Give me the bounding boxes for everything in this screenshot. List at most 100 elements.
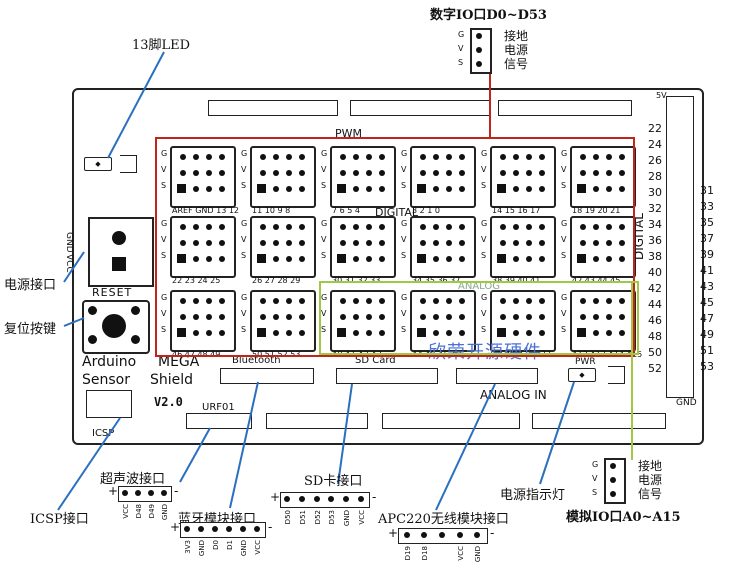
pin[interactable] bbox=[513, 154, 519, 160]
pin[interactable] bbox=[619, 154, 625, 160]
pin[interactable] bbox=[433, 224, 439, 230]
connector-label[interactable]: D51 bbox=[299, 510, 307, 525]
pin[interactable] bbox=[340, 298, 346, 304]
block-label[interactable]: 46 47 48 49 bbox=[172, 350, 221, 359]
pin[interactable] bbox=[526, 170, 532, 176]
block-label[interactable]: 50 51 52 53 bbox=[252, 350, 301, 359]
pin[interactable] bbox=[193, 330, 199, 336]
block-label[interactable]: 34 35 36 37 bbox=[412, 276, 461, 285]
pin[interactable] bbox=[379, 224, 385, 230]
pin[interactable] bbox=[379, 170, 385, 176]
pin[interactable] bbox=[257, 328, 266, 337]
side-number[interactable]: 22 bbox=[648, 122, 662, 135]
gvs-label[interactable]: V bbox=[481, 235, 487, 244]
pin[interactable] bbox=[606, 256, 612, 262]
side-number[interactable]: 43 bbox=[700, 280, 714, 293]
pin[interactable] bbox=[379, 298, 385, 304]
pin[interactable] bbox=[299, 298, 305, 304]
gvs-label[interactable]: V bbox=[161, 309, 167, 318]
gvs-label[interactable]: S bbox=[161, 325, 167, 334]
connector-pin[interactable] bbox=[240, 526, 246, 532]
pin[interactable] bbox=[273, 298, 279, 304]
pin[interactable] bbox=[593, 154, 599, 160]
gvs-label[interactable]: V bbox=[321, 309, 327, 318]
gvs-label[interactable]: G bbox=[401, 293, 408, 302]
sd-header[interactable] bbox=[336, 368, 438, 384]
side-number[interactable]: 46 bbox=[648, 314, 662, 327]
gvs-label[interactable]: S bbox=[161, 181, 167, 190]
gvs-label[interactable]: S bbox=[401, 251, 407, 260]
pin[interactable] bbox=[219, 240, 225, 246]
pin[interactable] bbox=[340, 314, 346, 320]
gvs-label[interactable]: G bbox=[241, 293, 248, 302]
pin[interactable] bbox=[219, 256, 225, 262]
power-jack[interactable] bbox=[88, 217, 154, 287]
pin[interactable] bbox=[353, 170, 359, 176]
pin[interactable] bbox=[206, 256, 212, 262]
pin[interactable] bbox=[180, 298, 186, 304]
side-number[interactable]: 26 bbox=[648, 154, 662, 167]
pin[interactable] bbox=[580, 154, 586, 160]
gvs-label[interactable]: V bbox=[561, 309, 567, 318]
connector-plus[interactable]: + bbox=[108, 484, 119, 498]
connector-minus[interactable]: - bbox=[372, 490, 377, 504]
pin[interactable] bbox=[299, 170, 305, 176]
pin[interactable] bbox=[206, 240, 212, 246]
pin[interactable] bbox=[193, 224, 199, 230]
pin[interactable] bbox=[353, 240, 359, 246]
connector-pin[interactable] bbox=[313, 496, 320, 502]
pin[interactable] bbox=[340, 154, 346, 160]
gvs-label[interactable]: G bbox=[241, 219, 248, 228]
pin-block[interactable] bbox=[330, 146, 396, 208]
pin[interactable] bbox=[513, 170, 519, 176]
pin[interactable] bbox=[433, 314, 439, 320]
block-label[interactable]: 26 27 28 29 bbox=[252, 276, 301, 285]
side-number[interactable]: 24 bbox=[648, 138, 662, 151]
pin[interactable] bbox=[619, 330, 625, 336]
pin[interactable] bbox=[580, 314, 586, 320]
pin[interactable] bbox=[446, 154, 452, 160]
pin[interactable] bbox=[577, 184, 586, 193]
pin[interactable] bbox=[366, 240, 372, 246]
pin[interactable] bbox=[273, 330, 279, 336]
pin[interactable] bbox=[433, 186, 439, 192]
connector-pin[interactable] bbox=[121, 490, 128, 496]
connector-pin[interactable] bbox=[184, 526, 190, 532]
side-number[interactable]: 47 bbox=[700, 312, 714, 325]
pin[interactable] bbox=[273, 170, 279, 176]
connector-label[interactable]: GND bbox=[198, 540, 206, 557]
pin[interactable] bbox=[619, 256, 625, 262]
connector-plus[interactable]: + bbox=[388, 526, 399, 540]
block-label[interactable]: 14 15 16 17 bbox=[492, 206, 541, 215]
pin[interactable] bbox=[286, 256, 292, 262]
pin[interactable] bbox=[500, 224, 506, 230]
pin[interactable] bbox=[260, 224, 266, 230]
pin[interactable] bbox=[219, 186, 225, 192]
pin[interactable] bbox=[500, 298, 506, 304]
pin[interactable] bbox=[286, 170, 292, 176]
right-side-header[interactable] bbox=[666, 96, 694, 398]
block-label[interactable]: 30 31 32 33 bbox=[332, 276, 381, 285]
legend-pin[interactable]: G bbox=[458, 30, 465, 39]
connector-label[interactable]: GND bbox=[474, 546, 483, 563]
gvs-label[interactable]: S bbox=[241, 181, 247, 190]
pin[interactable] bbox=[340, 170, 346, 176]
pin[interactable] bbox=[219, 330, 225, 336]
gvs-label[interactable]: V bbox=[561, 235, 567, 244]
pin[interactable] bbox=[446, 240, 452, 246]
legend-pin[interactable]: S bbox=[458, 58, 464, 67]
side-number[interactable]: 28 bbox=[648, 170, 662, 183]
gvs-label[interactable]: V bbox=[241, 309, 247, 318]
pin[interactable] bbox=[286, 224, 292, 230]
pin[interactable] bbox=[417, 184, 426, 193]
pin[interactable] bbox=[539, 298, 545, 304]
connector-pin[interactable] bbox=[284, 496, 291, 502]
gvs-label[interactable]: G bbox=[321, 293, 328, 302]
pin[interactable] bbox=[273, 154, 279, 160]
pin[interactable] bbox=[539, 240, 545, 246]
pin[interactable] bbox=[459, 186, 465, 192]
pin[interactable] bbox=[446, 224, 452, 230]
pin[interactable] bbox=[539, 330, 545, 336]
pin[interactable] bbox=[497, 184, 506, 193]
legend-pin[interactable]: V bbox=[458, 44, 464, 53]
